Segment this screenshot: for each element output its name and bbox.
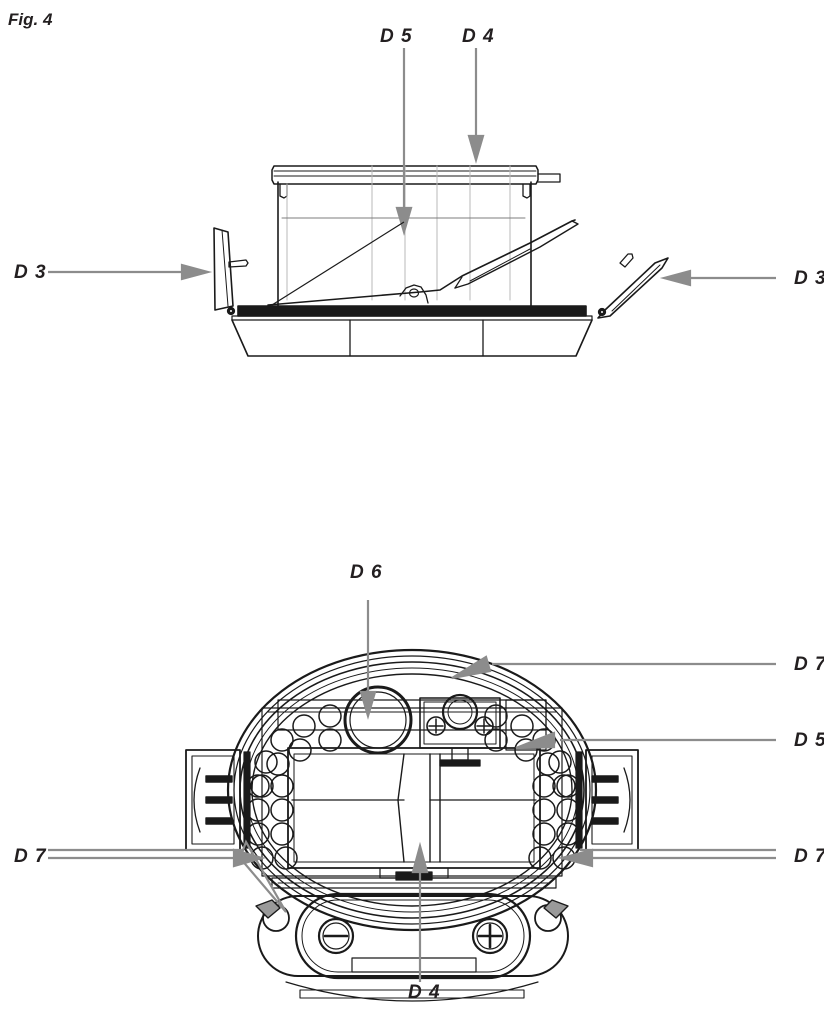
- battery-positive-terminal: [471, 917, 509, 955]
- callout-d4-bottom: D 4: [408, 982, 441, 1003]
- battery-negative-terminal: [317, 917, 355, 955]
- bottom-view-drawing: [48, 600, 776, 1002]
- arrowhead-d5-right: [515, 731, 556, 750]
- callout-d7-topright: D 7: [794, 654, 824, 675]
- callout-d7-right: D 7: [794, 846, 824, 867]
- callout-d5-right: D 5: [794, 730, 824, 751]
- arrowhead-d4-top: [467, 134, 485, 164]
- arrowhead-d4-bottom: [411, 841, 429, 874]
- arrowhead-d7-left-line: [238, 839, 287, 913]
- d7-side-leaders: [48, 848, 776, 868]
- arrowhead-d3-right: [659, 269, 692, 287]
- callout-d4-top: D 4: [462, 26, 495, 47]
- callout-d5-top: D 5: [380, 26, 413, 47]
- arrowhead-d7-topright: [451, 655, 492, 680]
- arrowhead-d5-top: [395, 206, 413, 236]
- arrowhead-d6: [359, 690, 377, 720]
- callout-d3-right: D 3: [794, 268, 824, 289]
- arrowhead-d3-left: [180, 263, 213, 281]
- figure-label: Fig. 4: [8, 10, 53, 29]
- callout-d7-left: D 7: [14, 846, 47, 867]
- right-connector: [575, 749, 639, 851]
- callout-d3-left: D 3: [14, 262, 47, 283]
- callout-d6: D 6: [350, 562, 383, 583]
- top-view-drawing: [48, 48, 776, 357]
